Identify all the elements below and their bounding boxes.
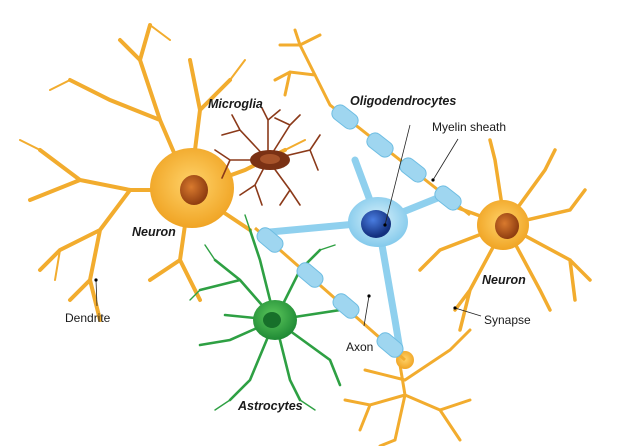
axon-terminal-top [273, 28, 332, 107]
axon-top [329, 103, 471, 217]
leader-lines [94, 124, 482, 327]
label-synapse: Synapse [484, 313, 531, 327]
neuron-left [19, 23, 306, 322]
axon-bottom [254, 226, 406, 362]
label-neuron-right: Neuron [482, 273, 526, 287]
label-oligodendrocytes: Oligodendrocytes [350, 94, 456, 108]
label-myelin-sheath: Myelin sheath [432, 120, 506, 134]
oligodendrocyte-cell [254, 103, 471, 362]
label-neuron-left: Neuron [132, 225, 176, 239]
label-microglia: Microglia [208, 97, 263, 111]
neuron-right [418, 138, 592, 332]
label-axon: Axon [346, 340, 373, 354]
label-dendrite: Dendrite [65, 311, 111, 325]
neuron-left-nucleus [180, 175, 208, 205]
neuron-right-nucleus [495, 213, 519, 239]
microglia-cell [214, 107, 321, 206]
label-astrocytes: Astrocytes [237, 399, 303, 413]
oligodendrocyte-nucleus [361, 210, 391, 238]
